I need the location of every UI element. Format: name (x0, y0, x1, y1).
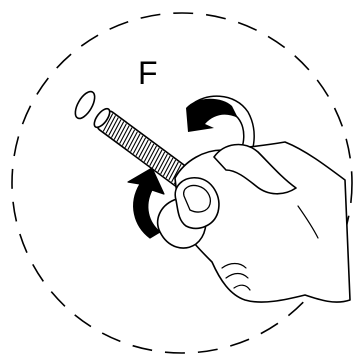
hole-oval (71, 89, 98, 122)
step-label: F (138, 55, 158, 91)
hand (158, 142, 350, 302)
